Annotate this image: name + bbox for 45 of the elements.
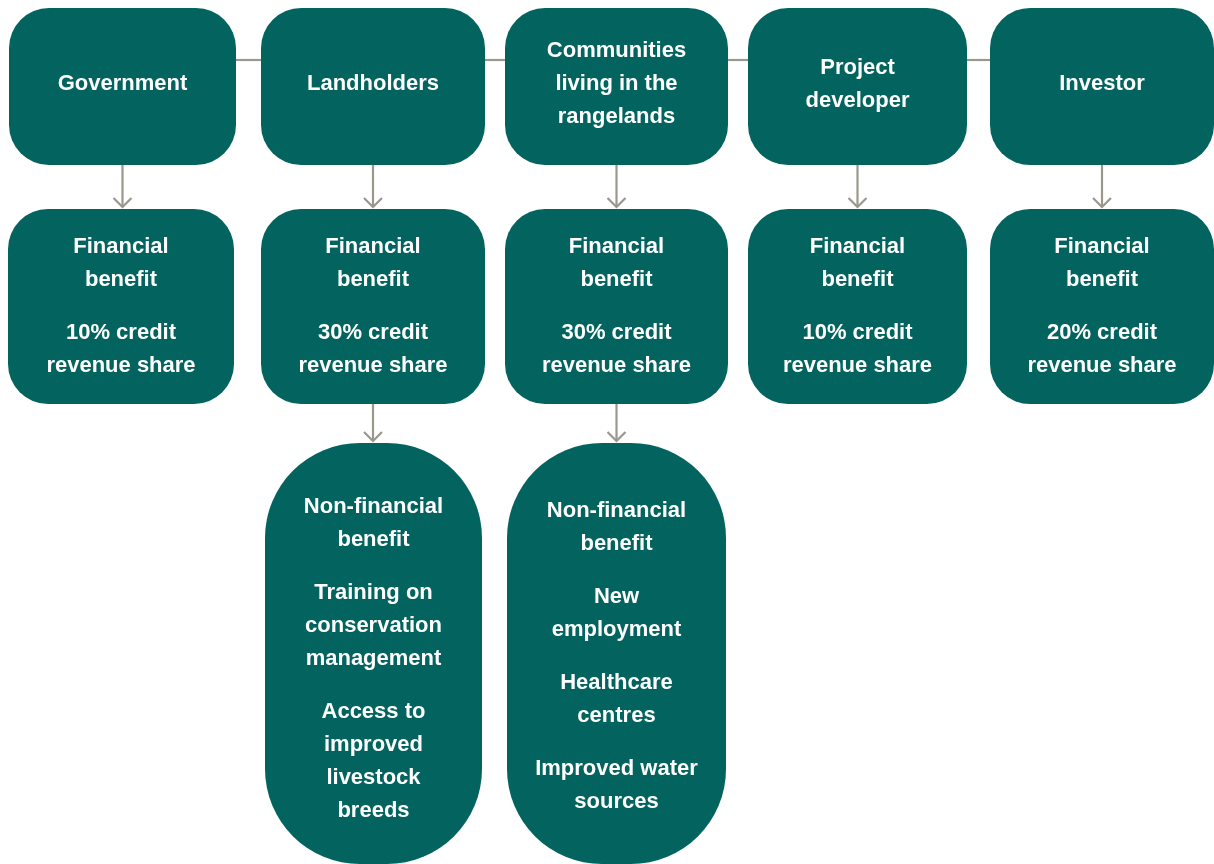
arrow bbox=[362, 165, 384, 209]
box-heading: Financial benefit bbox=[808, 232, 907, 293]
box-text: New employment bbox=[550, 582, 683, 643]
rounded-box bbox=[265, 443, 482, 864]
arrow bbox=[1091, 165, 1113, 209]
arrow bbox=[606, 404, 627, 443]
box-heading: Landholders bbox=[307, 69, 439, 97]
box-text: 20% credit revenue share bbox=[1026, 318, 1178, 379]
connector-line bbox=[236, 58, 261, 62]
connector-line bbox=[728, 58, 748, 62]
box-heading: Project developer bbox=[804, 52, 911, 114]
rounded-box bbox=[990, 8, 1214, 165]
box-text: 30% credit revenue share bbox=[297, 318, 449, 379]
rounded-box bbox=[748, 209, 967, 404]
box-text: Improved water sources bbox=[534, 754, 699, 815]
box-heading: Investor bbox=[1059, 69, 1145, 97]
box-text: 10% credit revenue share bbox=[781, 318, 934, 379]
box-heading: Non-financial benefit bbox=[545, 496, 688, 557]
arrow bbox=[847, 165, 868, 209]
rounded-box bbox=[9, 8, 236, 165]
rounded-box bbox=[507, 443, 726, 864]
rounded-box bbox=[8, 209, 234, 404]
box-heading: Non-financial benefit bbox=[302, 492, 445, 553]
arrow bbox=[606, 165, 627, 209]
box-text: Training on conservation management bbox=[304, 578, 443, 672]
connector-line bbox=[485, 58, 505, 62]
rounded-box bbox=[505, 209, 728, 404]
rounded-box bbox=[748, 8, 967, 165]
rounded-box bbox=[261, 8, 485, 165]
box-heading: Communities living in the rangelands bbox=[545, 36, 688, 130]
box-heading: Financial benefit bbox=[324, 232, 422, 293]
box-text: Healthcare centres bbox=[559, 668, 674, 729]
box-text: 10% credit revenue share bbox=[45, 318, 197, 379]
rounded-box bbox=[505, 8, 728, 165]
box-text: Access to improved livestock breeds bbox=[320, 697, 427, 824]
rounded-box bbox=[990, 209, 1214, 404]
arrow bbox=[112, 165, 133, 209]
rounded-box bbox=[261, 209, 485, 404]
box-text: 30% credit revenue share bbox=[540, 318, 693, 379]
box-heading: Financial benefit bbox=[1053, 232, 1151, 293]
arrow bbox=[362, 404, 384, 443]
box-heading: Financial benefit bbox=[567, 232, 666, 293]
box-heading: Government bbox=[57, 69, 188, 97]
box-heading: Financial benefit bbox=[72, 232, 170, 293]
connector-line bbox=[967, 58, 990, 62]
